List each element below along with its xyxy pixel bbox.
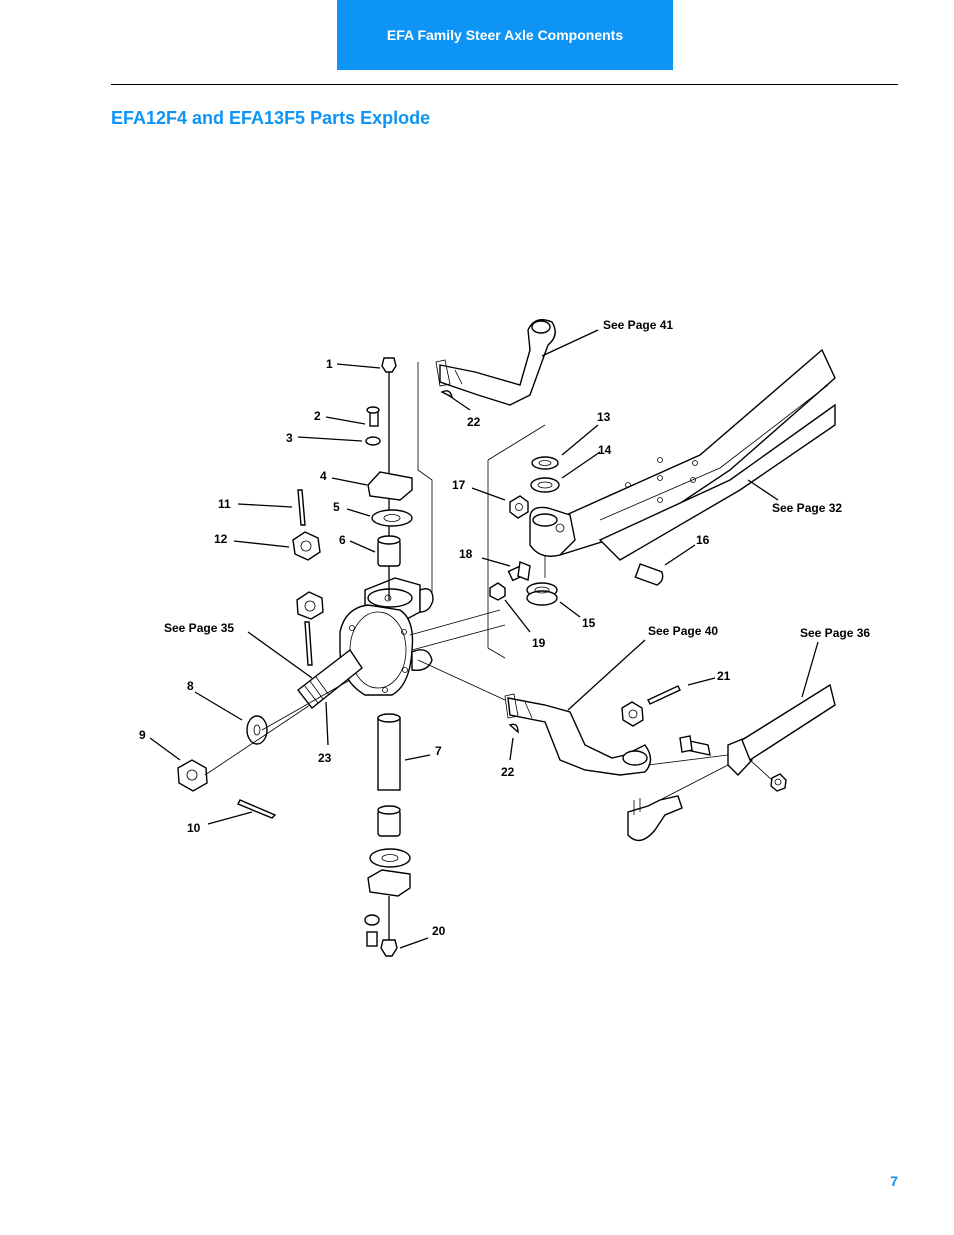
page-references: See Page 41 See Page 32 See Page 35 See … <box>164 318 870 640</box>
page-number: 7 <box>890 1173 898 1189</box>
callout-18: 18 <box>459 547 473 561</box>
callout-19: 19 <box>532 636 546 650</box>
callout-10: 10 <box>187 821 201 835</box>
steering-arm-upper <box>435 319 556 406</box>
kingpin-stack-upper <box>365 357 413 600</box>
callout-1: 1 <box>326 357 333 371</box>
leader-lines <box>149 329 819 949</box>
page-title: EFA12F4 and EFA13F5 Parts Explode <box>111 108 431 128</box>
callout-3: 3 <box>286 431 293 445</box>
callout-7: 7 <box>435 744 442 758</box>
tie-rod-end <box>621 683 836 842</box>
tie-rod-arm <box>417 659 652 776</box>
callout-16: 16 <box>696 533 710 547</box>
section-header-tab: EFA Family Steer Axle Components <box>337 0 673 70</box>
callout-13: 13 <box>597 410 611 424</box>
callout-12: 12 <box>214 532 228 546</box>
ref-see-page-41: See Page 41 <box>603 318 673 332</box>
callout-5: 5 <box>333 500 340 514</box>
callout-21: 21 <box>717 669 731 683</box>
callout-20: 20 <box>432 924 446 938</box>
callout-6: 6 <box>339 533 346 547</box>
callout-22a: 22 <box>467 415 481 429</box>
ref-see-page-35: See Page 35 <box>164 621 234 635</box>
callout-23: 23 <box>318 751 332 765</box>
assembly-brackets <box>417 362 546 659</box>
center-hardware <box>489 456 664 606</box>
callout-2: 2 <box>314 409 321 423</box>
callout-14: 14 <box>598 443 612 457</box>
section-tab-label: EFA Family Steer Axle Components <box>386 27 624 43</box>
left-small-parts <box>177 489 351 819</box>
callout-11: 11 <box>218 497 231 511</box>
callout-22b: 22 <box>501 765 515 779</box>
header-rule <box>111 84 898 85</box>
callout-labels: 1 2 3 4 5 6 11 12 8 9 10 23 7 20 22 13 1… <box>139 357 731 938</box>
ref-see-page-40: See Page 40 <box>648 624 718 638</box>
callout-8: 8 <box>187 679 194 693</box>
kingpin-stack-lower <box>364 713 411 957</box>
ref-see-page-32: See Page 32 <box>772 501 842 515</box>
axle-beam <box>554 348 836 561</box>
callout-17: 17 <box>452 478 466 492</box>
callout-4: 4 <box>320 469 327 483</box>
callout-9: 9 <box>139 728 146 742</box>
ref-see-page-36: See Page 36 <box>800 626 870 640</box>
callout-15: 15 <box>582 616 596 630</box>
axle-end-boss <box>529 506 576 557</box>
steering-knuckle <box>297 577 506 709</box>
